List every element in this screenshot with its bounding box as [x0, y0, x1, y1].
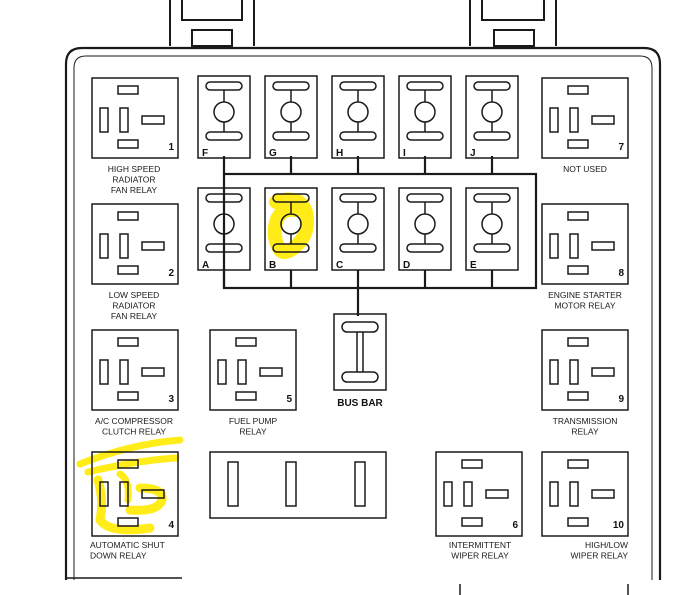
fuse-g-letter: G — [269, 148, 277, 159]
bus-bar-label: BUS BAR — [337, 398, 383, 409]
relay-9-label-line: RELAY — [571, 427, 599, 437]
relay-6-label-line: WIPER RELAY — [451, 551, 509, 561]
fuse-j: J — [465, 75, 519, 159]
fuse-e-letter: E — [470, 260, 477, 271]
fuse-box-housing — [64, 46, 662, 580]
fuse-layer: F G H I J A B C D E — [197, 75, 519, 271]
top-connector-right — [469, 0, 557, 47]
relay-6-label-line: INTERMITTENT — [449, 540, 511, 550]
relay-5-label-line: RELAY — [239, 427, 267, 437]
relay-10-label-line: HIGH/LOW — [585, 540, 628, 550]
fuse-b-letter: B — [269, 260, 276, 271]
relay-3-label-line: A/C COMPRESSOR — [95, 416, 173, 426]
fuse-b: B — [264, 187, 318, 271]
relay-7-number: 7 — [618, 142, 624, 153]
relay-5-label-line: FUEL PUMP — [229, 416, 278, 426]
top-connector-left — [169, 0, 255, 47]
housing-inner-edge — [73, 55, 653, 580]
fuse-i: I — [398, 75, 452, 159]
relay-4-number: 4 — [168, 520, 174, 531]
fuse-c-letter: C — [336, 260, 343, 271]
fuse-i-letter: I — [403, 148, 406, 159]
fuse-f: F — [197, 75, 251, 159]
fuse-c: C — [331, 187, 385, 271]
relay-4-label-line: AUTOMATIC SHUT — [90, 540, 165, 550]
relay-5-number: 5 — [286, 394, 292, 405]
relay-10-number: 10 — [613, 520, 625, 531]
fuse-e: E — [465, 187, 519, 271]
fuse-h-letter: H — [336, 148, 343, 159]
relay-2-label-line: LOW SPEED — [109, 290, 160, 300]
bus-bar — [333, 313, 387, 391]
fuse-d-letter: D — [403, 260, 410, 271]
relay-9-label-line: TRANSMISSION — [553, 416, 618, 426]
relay-6-number: 6 — [512, 520, 518, 531]
relay-1-label-line: FAN RELAY — [111, 185, 157, 195]
fuse-g: G — [264, 75, 318, 159]
fuse-d: D — [398, 187, 452, 271]
fuse-f-letter: F — [202, 148, 208, 159]
fuse-j-letter: J — [470, 148, 476, 159]
relay-10-label-line: WIPER RELAY — [571, 551, 629, 561]
relay-8-label-line: MOTOR RELAY — [554, 301, 615, 311]
relay-9-number: 9 — [618, 394, 624, 405]
relay-3-number: 3 — [168, 394, 174, 405]
fuse-a: A — [197, 187, 251, 271]
relay-4-label-line: DOWN RELAY — [90, 551, 147, 561]
relay-1-label-line: RADIATOR — [112, 175, 155, 185]
highlight-marker-relay-4 — [76, 436, 184, 535]
fuse-a-letter: A — [202, 260, 209, 271]
relay-2-number: 2 — [168, 268, 174, 279]
relay-7-label-line: NOT USED — [563, 164, 607, 174]
three-slot-block — [209, 451, 387, 519]
relay-2-label-line: FAN RELAY — [111, 311, 157, 321]
relay-3-label-line: CLUTCH RELAY — [102, 427, 166, 437]
relay-1-label-line: HIGH SPEED — [108, 164, 160, 174]
relay-8-number: 8 — [618, 268, 624, 279]
relay-2-label-line: RADIATOR — [112, 301, 155, 311]
relay-8-label-line: ENGINE STARTER — [548, 290, 622, 300]
fuse-h: H — [331, 75, 385, 159]
relay-1-number: 1 — [168, 142, 174, 153]
fuse-wiring — [222, 156, 538, 316]
